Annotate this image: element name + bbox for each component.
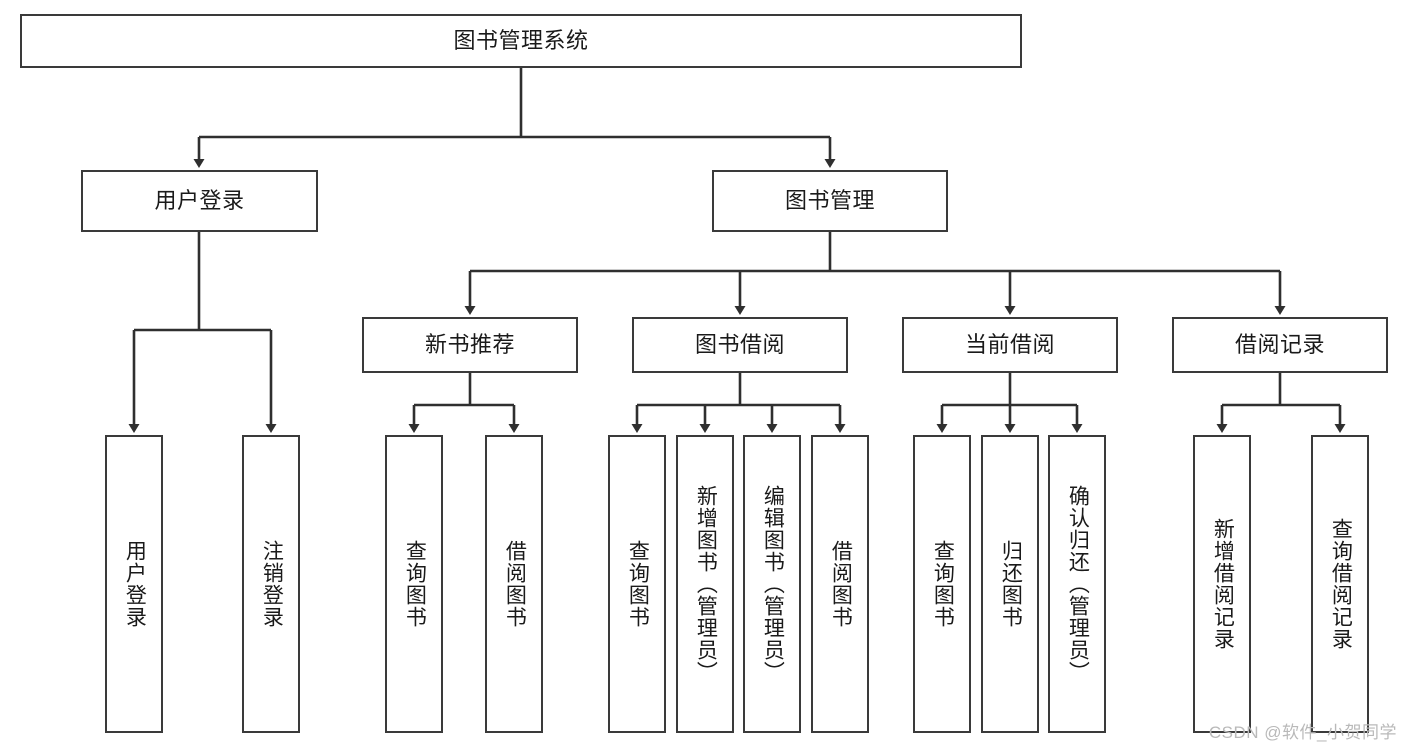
node-book-management-label: 图书管理	[784, 188, 875, 214]
leaf-add-book[interactable]: 新增图书（管理员）	[676, 435, 734, 733]
leaf-query-book-1[interactable]: 查询图书	[385, 435, 443, 733]
node-user-login[interactable]: 用户登录	[81, 170, 318, 232]
leaf-query-record-label: 查询借阅记录	[1329, 518, 1353, 650]
leaf-user-login[interactable]: 用户登录	[105, 435, 163, 733]
leaf-borrow-book-2[interactable]: 借阅图书	[811, 435, 869, 733]
leaf-logout[interactable]: 注销登录	[242, 435, 300, 733]
node-current-borrow[interactable]: 当前借阅	[902, 317, 1118, 373]
node-book-borrow[interactable]: 图书借阅	[632, 317, 848, 373]
leaf-query-record[interactable]: 查询借阅记录	[1311, 435, 1369, 733]
leaf-add-record-label: 新增借阅记录	[1211, 518, 1235, 650]
leaf-add-record[interactable]: 新增借阅记录	[1193, 435, 1251, 733]
leaf-add-book-label: 新增图书（管理员）	[694, 485, 718, 683]
leaf-confirm-return-label: 确认归还（管理员）	[1066, 485, 1090, 683]
leaf-logout-label: 注销登录	[260, 540, 284, 628]
leaf-query-book-2-label: 查询图书	[626, 540, 650, 628]
leaf-query-book-1-label: 查询图书	[403, 540, 427, 628]
leaf-edit-book-label: 编辑图书（管理员）	[761, 485, 785, 683]
leaf-borrow-book-1[interactable]: 借阅图书	[485, 435, 543, 733]
leaf-user-login-label: 用户登录	[123, 540, 147, 628]
leaf-borrow-book-2-label: 借阅图书	[829, 540, 853, 628]
node-current-borrow-label: 当前借阅	[964, 332, 1055, 358]
leaf-confirm-return[interactable]: 确认归还（管理员）	[1048, 435, 1106, 733]
node-new-book-recommend[interactable]: 新书推荐	[362, 317, 578, 373]
leaf-return-book[interactable]: 归还图书	[981, 435, 1039, 733]
node-borrow-record[interactable]: 借阅记录	[1172, 317, 1388, 373]
watermark: CSDN @软件_小贺同学	[1208, 723, 1397, 742]
node-borrow-record-label: 借阅记录	[1234, 332, 1325, 358]
leaf-return-book-label: 归还图书	[999, 540, 1023, 628]
node-user-login-label: 用户登录	[154, 188, 245, 214]
node-new-book-recommend-label: 新书推荐	[424, 332, 515, 358]
leaf-query-book-2[interactable]: 查询图书	[608, 435, 666, 733]
node-root[interactable]: 图书管理系统	[20, 14, 1022, 68]
leaf-query-book-3[interactable]: 查询图书	[913, 435, 971, 733]
node-book-borrow-label: 图书借阅	[694, 332, 785, 358]
leaf-edit-book[interactable]: 编辑图书（管理员）	[743, 435, 801, 733]
leaf-borrow-book-1-label: 借阅图书	[503, 540, 527, 628]
node-root-label: 图书管理系统	[453, 28, 589, 54]
leaf-query-book-3-label: 查询图书	[931, 540, 955, 628]
node-book-management[interactable]: 图书管理	[712, 170, 948, 232]
